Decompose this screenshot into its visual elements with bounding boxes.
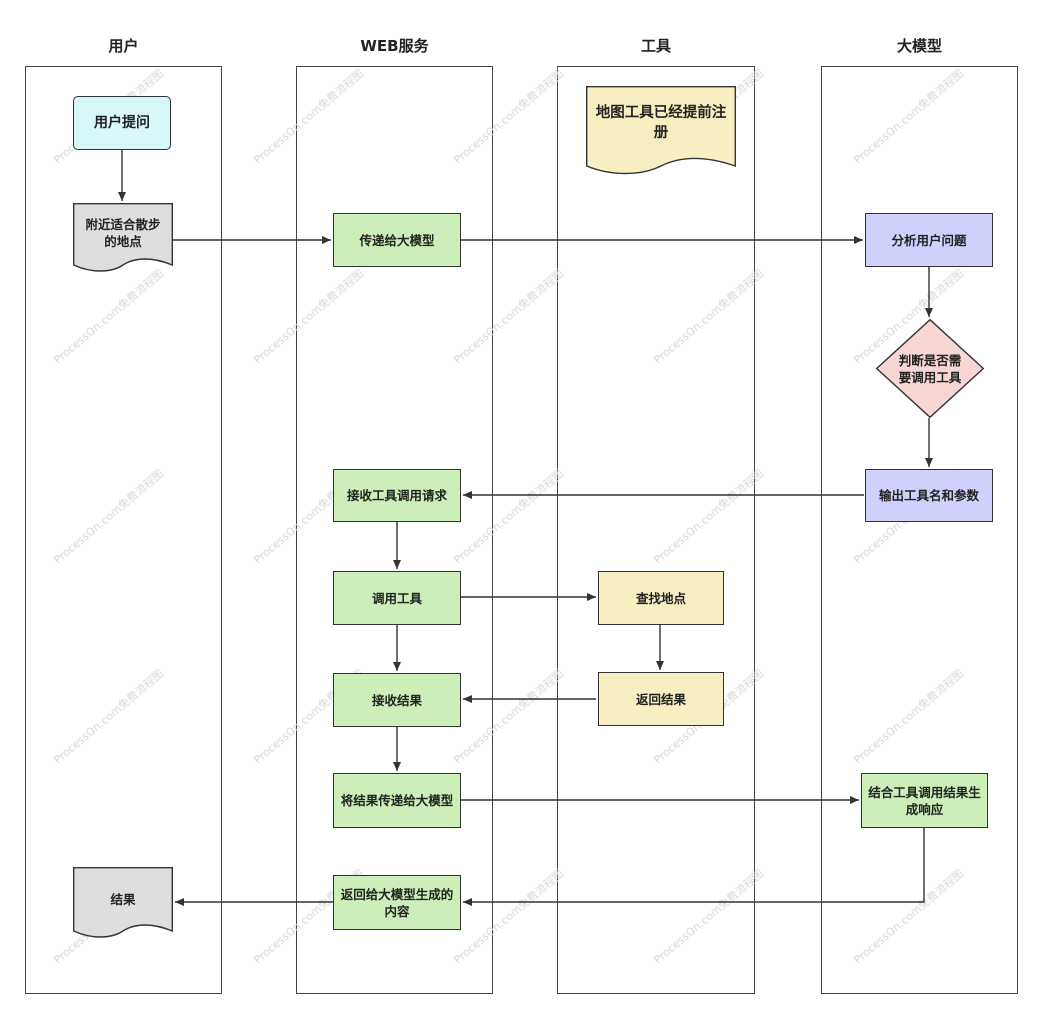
lane-title-web: WEB服务: [360, 37, 429, 55]
lane-title-llm: 大模型: [896, 37, 942, 55]
lane-title-tools: 工具: [640, 37, 671, 55]
node-decide-tool[interactable]: 判断是否需要调用工具: [875, 318, 985, 419]
document-shape-icon: [73, 867, 173, 938]
node-nearby-walk-label: 附近适合散步的地点: [85, 217, 161, 249]
lane-title-user: 用户: [108, 37, 139, 55]
lane-tools: [557, 66, 755, 994]
node-receive-result[interactable]: 接收结果: [333, 673, 461, 727]
node-decide-tool-label: 判断是否需要调用工具: [898, 352, 962, 385]
node-find-places[interactable]: 查找地点: [598, 571, 724, 625]
node-tool-registered[interactable]: 地图工具已经提前注册: [586, 86, 736, 176]
node-return-content[interactable]: 返回给大模型生成的内容: [333, 875, 461, 930]
node-tool-registered-label: 地图工具已经提前注册: [595, 105, 727, 141]
lane-user: [25, 66, 222, 994]
node-return-result[interactable]: 返回结果: [598, 672, 724, 726]
node-user-question[interactable]: 用户提问: [73, 96, 171, 150]
node-result[interactable]: 结果: [73, 867, 173, 939]
node-call-tool[interactable]: 调用工具: [333, 571, 461, 625]
node-nearby-walk[interactable]: 附近适合散步的地点: [73, 203, 173, 272]
document-shape-icon: [586, 86, 736, 175]
node-pass-result-to-llm[interactable]: 将结果传递给大模型: [333, 773, 461, 828]
node-analyze-question[interactable]: 分析用户问题: [865, 213, 993, 267]
node-output-tool[interactable]: 输出工具名和参数: [865, 469, 993, 522]
node-generate-response[interactable]: 结合工具调用结果生成响应: [861, 773, 988, 828]
node-pass-to-llm[interactable]: 传递给大模型: [333, 213, 461, 267]
lane-web: [296, 66, 493, 994]
node-receive-tool-request[interactable]: 接收工具调用请求: [333, 469, 461, 522]
document-shape-icon: [73, 203, 173, 272]
node-result-label: 结果: [110, 891, 136, 907]
lane-llm: [821, 66, 1018, 994]
decision-diamond-icon: [875, 318, 985, 419]
